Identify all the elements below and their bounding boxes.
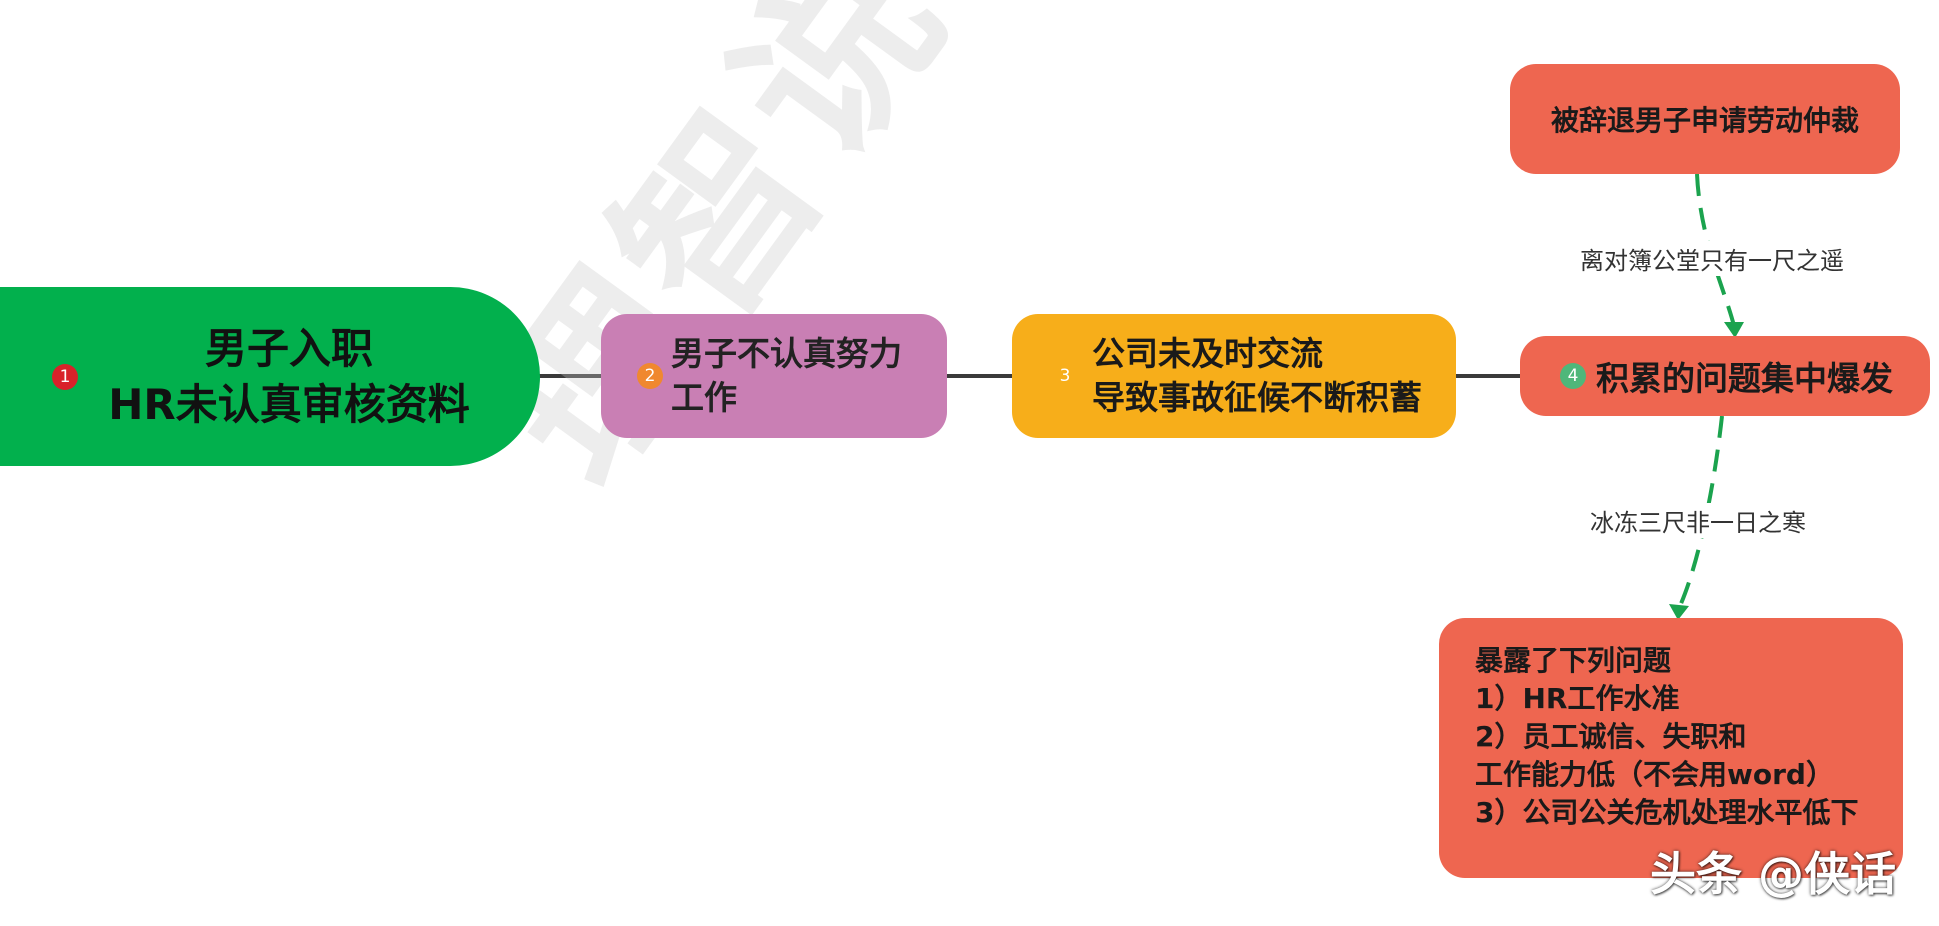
exposed-problems-line-2: 1）HR工作水准 bbox=[1475, 682, 1680, 715]
exposed-problems-line-4: 工作能力低（不会用word） bbox=[1475, 758, 1834, 791]
exposed-problems-line-1: 暴露了下列问题 bbox=[1475, 644, 1672, 677]
node-arbitration[interactable]: 被辞退男子申请劳动仲裁 bbox=[1510, 64, 1900, 174]
edge-label-up: 离对簿公堂只有一尺之遥 bbox=[1576, 241, 1848, 276]
arrow-head-down bbox=[1669, 604, 1689, 620]
number-badge-1: 1 bbox=[52, 363, 78, 390]
node-employee-effort[interactable]: 2 男子不认真努力 工作 bbox=[601, 314, 947, 438]
exposed-problems-list: 暴露了下列问题 1）HR工作水准 2）员工诚信、失职和 工作能力低（不会用wor… bbox=[1475, 642, 1858, 832]
node-employee-effort-line-2: 工作 bbox=[671, 378, 737, 417]
node-communication-text: 公司未及时交流 导致事故征候不断积蓄 bbox=[1092, 332, 1422, 420]
node-employee-effort-line-1: 男子不认真努力 bbox=[671, 334, 902, 373]
node-problems-erupt[interactable]: 4 积累的问题集中爆发 bbox=[1520, 336, 1930, 416]
node-problems-erupt-text: 积累的问题集中爆发 bbox=[1596, 359, 1893, 398]
edge-label-down: 冰冻三尺非一日之寒 bbox=[1586, 503, 1810, 538]
arrow-head-up bbox=[1724, 322, 1744, 338]
node-arbitration-text: 被辞退男子申请劳动仲裁 bbox=[1550, 104, 1859, 137]
node-hiring-text: 男子入职 HR未认真审核资料 bbox=[78, 321, 540, 433]
node-hiring-line-2: HR未认真审核资料 bbox=[108, 379, 470, 429]
node-hiring[interactable]: 1 男子入职 HR未认真审核资料 bbox=[0, 287, 540, 466]
node-hiring-line-1: 男子入职 bbox=[204, 323, 373, 373]
number-badge-4: 4 bbox=[1560, 363, 1586, 389]
credit-watermark: 头条 @侠话 bbox=[1650, 847, 1897, 901]
node-communication[interactable]: 3 公司未及时交流 导致事故征候不断积蓄 bbox=[1012, 314, 1456, 438]
exposed-problems-line-5: 3）公司公关危机处理水平低下 bbox=[1475, 796, 1859, 829]
node-employee-effort-text: 男子不认真努力 工作 bbox=[671, 332, 902, 420]
number-badge-3: 3 bbox=[1059, 366, 1071, 386]
node-communication-line-1: 公司未及时交流 bbox=[1092, 334, 1323, 373]
exposed-problems-line-3: 2）员工诚信、失职和 bbox=[1475, 720, 1747, 753]
node-communication-line-2: 导致事故征候不断积蓄 bbox=[1092, 378, 1422, 417]
number-badge-2: 2 bbox=[637, 363, 663, 389]
node-exposed-problems[interactable]: 暴露了下列问题 1）HR工作水准 2）员工诚信、失职和 工作能力低（不会用wor… bbox=[1439, 618, 1903, 878]
